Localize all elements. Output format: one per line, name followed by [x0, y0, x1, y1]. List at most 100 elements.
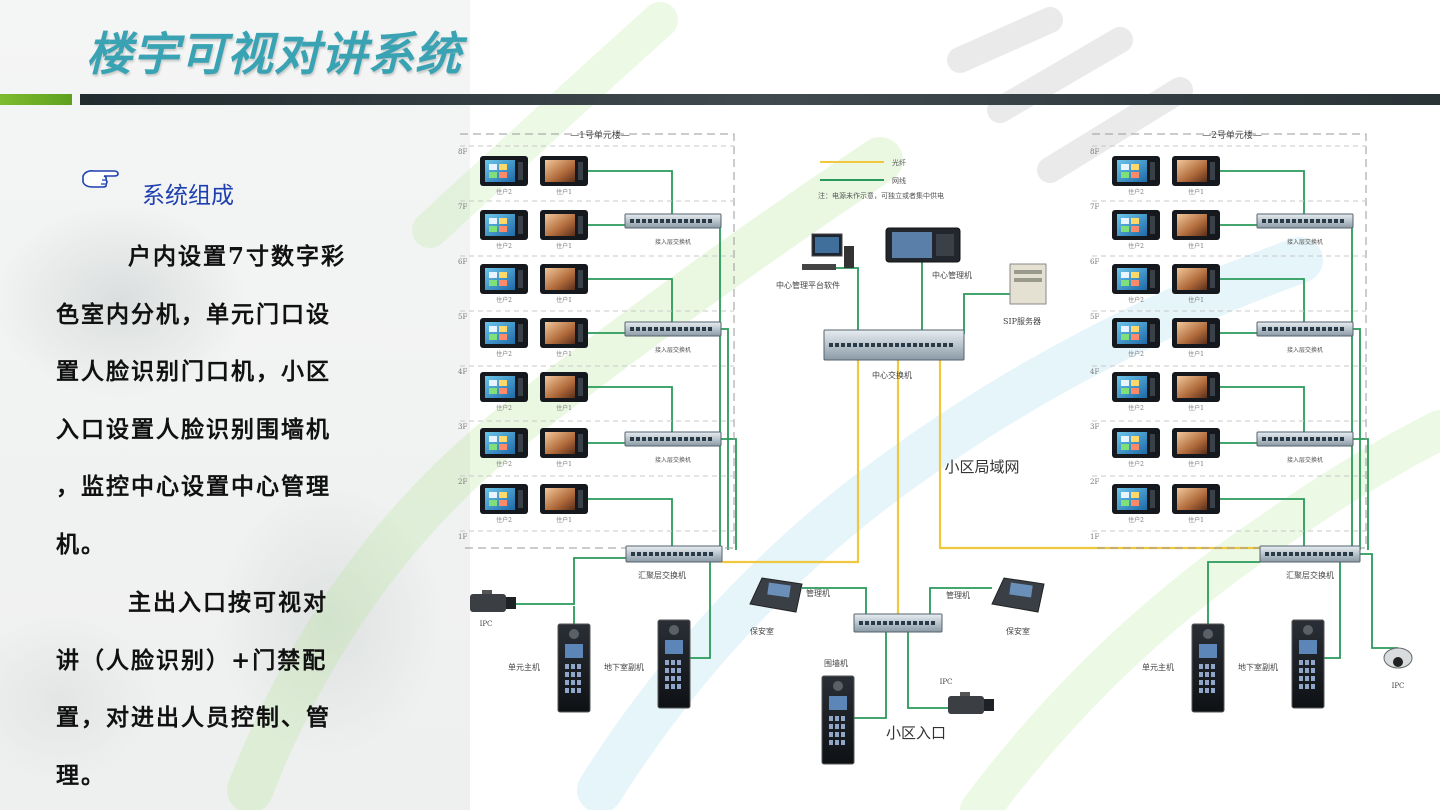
resident-label: 住户1 — [556, 516, 572, 524]
keypad-key — [1299, 676, 1303, 681]
monitor-screen — [545, 160, 575, 182]
switch-port — [1280, 327, 1284, 331]
monitor-buttons — [1210, 270, 1215, 288]
keypad-key — [1211, 664, 1215, 669]
monitor-screen — [1177, 488, 1207, 510]
monitor-buttons — [518, 162, 523, 180]
monitor-buttons — [578, 216, 583, 234]
monitor-screen — [485, 488, 515, 510]
resident-label: 住户2 — [496, 404, 512, 412]
resident-label: 住户1 — [556, 404, 572, 412]
manager-label: 管理机 — [806, 588, 830, 598]
cable-monitor-agg — [588, 498, 673, 546]
switch-port — [847, 343, 851, 347]
floor-label: 4F — [1090, 368, 1099, 376]
keypad-key — [1205, 672, 1209, 677]
keypad-key — [1211, 672, 1215, 677]
camera-lens — [1203, 629, 1213, 639]
text-line: 置，对进出人员控制、管 — [56, 704, 331, 731]
switch-port — [696, 219, 700, 223]
keypad-key — [1299, 684, 1303, 689]
floor-label: 8F — [458, 148, 467, 156]
keypad-key — [565, 688, 569, 693]
ipc-mount — [960, 692, 970, 696]
screen-tile — [1121, 226, 1129, 232]
switch-port — [702, 437, 706, 441]
cable-pc-core — [832, 267, 859, 330]
switch-port — [907, 621, 911, 625]
screen-tile — [499, 226, 507, 232]
monitor-screen — [485, 268, 515, 290]
text-line: 讲（人脸识别）+门禁配 — [56, 646, 328, 674]
switch-port — [666, 437, 670, 441]
keypad-key — [1205, 680, 1209, 685]
screen-tile — [1131, 388, 1139, 394]
access-switch-label: 接入层交换机 — [655, 346, 691, 354]
keypad-key — [677, 660, 681, 665]
cable-access-agg — [1351, 220, 1353, 550]
switch-port — [1283, 552, 1287, 556]
switch-port — [702, 219, 706, 223]
switch-port — [666, 327, 670, 331]
switch-port — [1268, 327, 1272, 331]
switch-port — [691, 552, 695, 556]
monitor-screen — [1117, 160, 1147, 182]
resident-label: 住户2 — [1128, 350, 1144, 358]
keypad-key — [1205, 688, 1209, 693]
switch-port — [1286, 327, 1290, 331]
cable-guard-entrance — [929, 587, 992, 614]
camera-lens — [833, 681, 843, 691]
camera-lens — [669, 625, 679, 635]
keypad-key — [665, 668, 669, 673]
switch-port — [655, 552, 659, 556]
switch-port — [1334, 219, 1338, 223]
resident-label: 住户1 — [1188, 404, 1204, 412]
cable-access-agg — [721, 328, 729, 550]
building1-frame — [460, 133, 735, 549]
switch-port — [1286, 437, 1290, 441]
keypad-key — [671, 668, 675, 673]
keypad-key — [677, 676, 681, 681]
cable-access-agg — [1353, 328, 1361, 550]
screen-tile — [1121, 436, 1129, 442]
keypad-key — [671, 660, 675, 665]
screen-tile — [499, 380, 507, 386]
screen-tile — [489, 388, 497, 394]
switch-port — [643, 552, 647, 556]
screen-tile — [489, 280, 497, 286]
monitor-buttons — [518, 216, 523, 234]
switch-port — [865, 621, 869, 625]
cable-basement-2 — [1324, 562, 1341, 659]
switch-port — [1337, 552, 1341, 556]
monitor-buttons — [1150, 216, 1155, 234]
switch-port — [1340, 437, 1344, 441]
keypad-key — [841, 732, 845, 737]
switch-port — [943, 343, 947, 347]
floor-label: 7F — [1090, 203, 1099, 211]
center-manager-keypad — [936, 234, 954, 256]
switch-port — [678, 437, 682, 441]
manager-label: 管理机 — [946, 590, 970, 600]
server-slot — [1014, 270, 1042, 274]
floor-label: 1F — [1090, 533, 1099, 541]
switch-port — [649, 552, 653, 556]
cable-monitor-access — [1220, 386, 1305, 432]
switch-port — [1322, 327, 1326, 331]
resident-label: 住户2 — [496, 460, 512, 468]
access-switch-label: 接入层交换机 — [1287, 346, 1323, 354]
screen-tile — [499, 164, 507, 170]
screen-tile — [1131, 226, 1139, 232]
floor-label: 5F — [1090, 313, 1099, 321]
switch-port — [883, 343, 887, 347]
keypad-key — [1211, 688, 1215, 693]
resident-label: 住户2 — [496, 296, 512, 304]
switch-port — [1328, 219, 1332, 223]
monitor-buttons — [518, 270, 523, 288]
monitor-screen — [1177, 268, 1207, 290]
monitor-buttons — [578, 490, 583, 508]
text-line: 机。 — [56, 530, 106, 558]
switch-port — [889, 621, 893, 625]
ipc-label: IPC — [940, 678, 953, 686]
screen-tile — [1131, 436, 1139, 442]
resident-label: 住户2 — [1128, 188, 1144, 196]
